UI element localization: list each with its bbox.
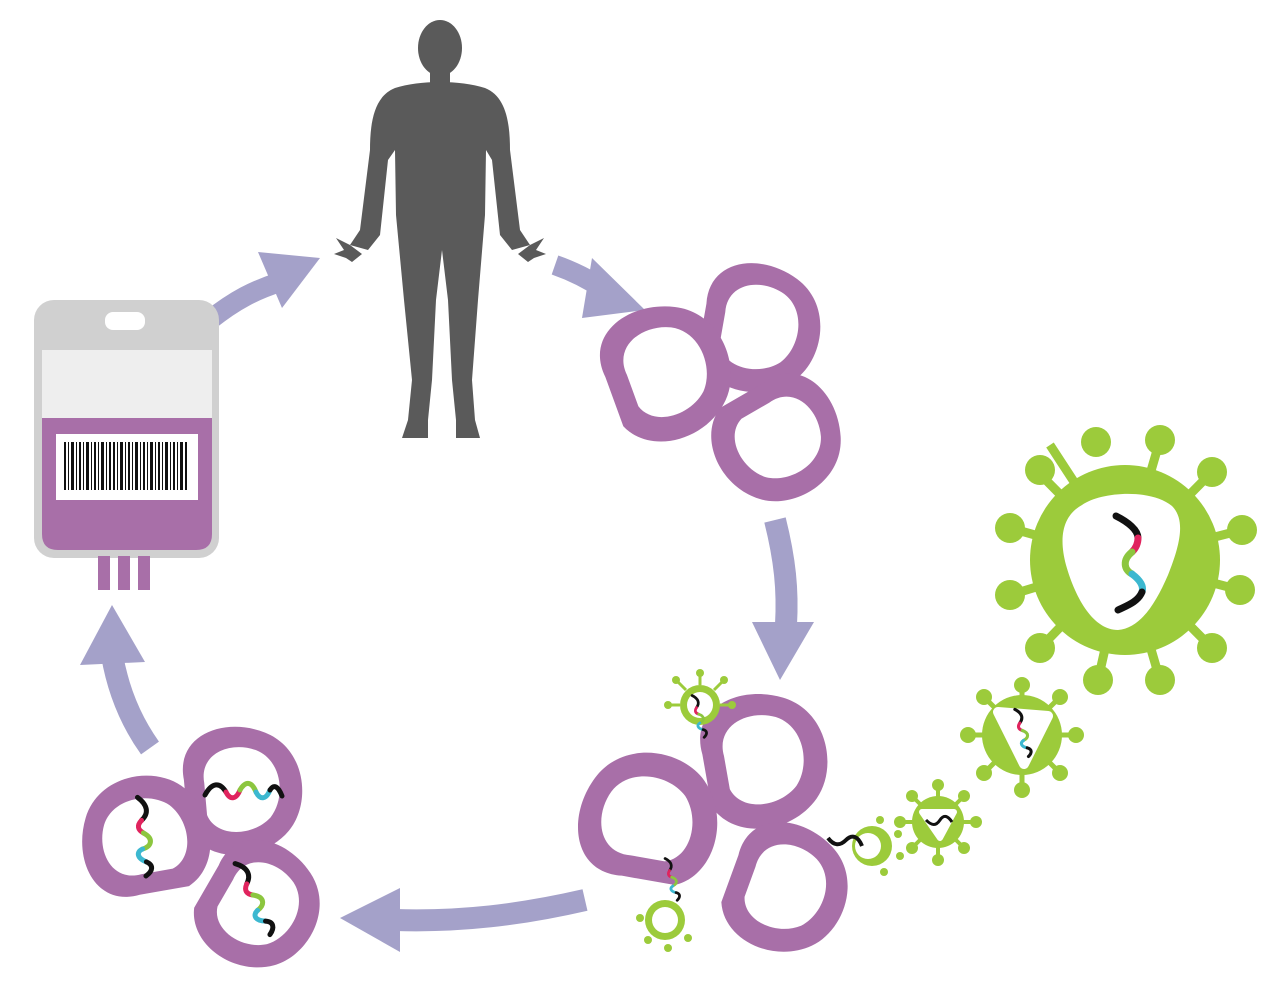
arrow-transduced-to-modified [340,888,588,952]
arrow-bag-to-human [203,252,320,328]
virus-infected-cells-icon [569,669,904,971]
medium-virus-icon [960,677,1084,798]
barcode [64,442,187,490]
dna-strand-icon [202,781,285,801]
arrow-human-to-cells [551,255,645,318]
arrow-modified-to-bag [80,605,160,755]
human-figure-icon [334,20,546,438]
small-virus-icon [894,779,982,866]
large-virus-icon [995,425,1257,695]
attached-virus-icon [826,816,904,876]
attached-virus-icon [636,857,692,952]
blood-bag-icon [34,300,219,590]
dna-strand-icon [1112,512,1146,614]
arrow-cells-to-transduced [752,517,814,680]
gene-modified-cells-icon [71,721,343,991]
attached-virus-icon [664,669,736,739]
cycle-arrows [80,252,814,952]
